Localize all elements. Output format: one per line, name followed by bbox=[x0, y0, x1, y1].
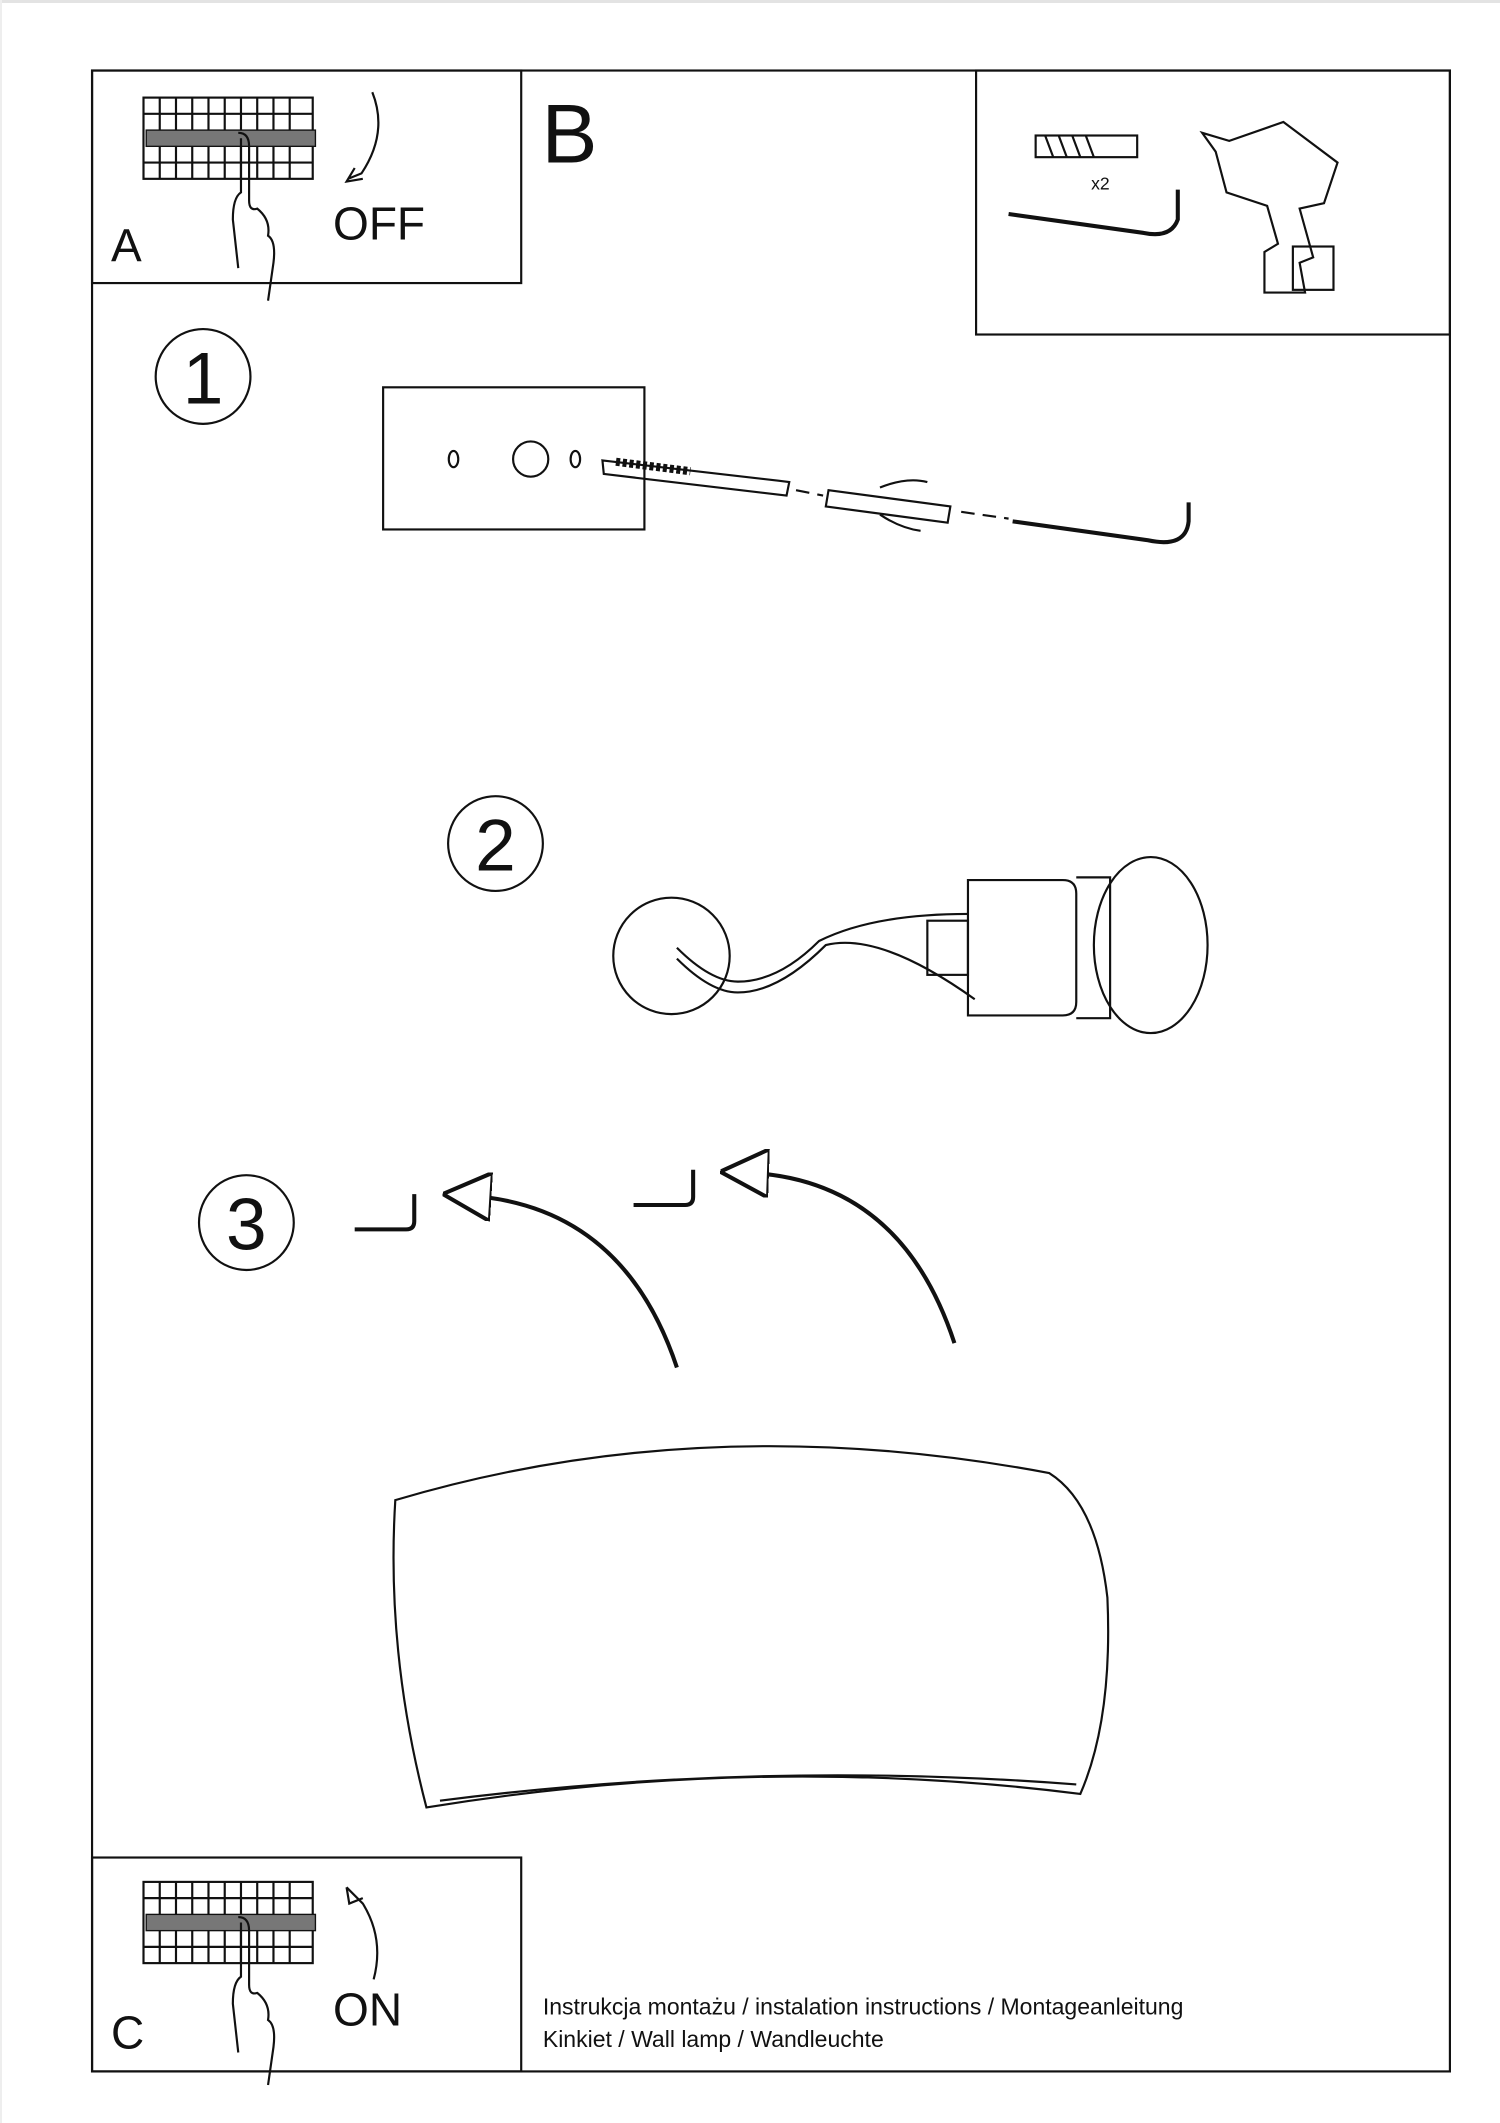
hook-icon bbox=[354, 1194, 417, 1232]
circuit-breaker-icon bbox=[142, 1880, 317, 2087]
arrow-up-icon bbox=[745, 1173, 957, 1344]
outer-frame bbox=[90, 69, 1451, 2073]
drill-icon bbox=[1199, 120, 1339, 294]
step-1-badge bbox=[154, 328, 252, 425]
footer-subtitle: Kinkiet / Wall lamp / Wandleuchte bbox=[543, 2026, 884, 2052]
step-3-number: 3 bbox=[226, 1185, 267, 1266]
drill-bit-icon bbox=[601, 457, 791, 497]
wall-plug-icon bbox=[1034, 134, 1139, 159]
panel-a-power-off: A OFF bbox=[90, 69, 523, 302]
panel-c-letter: C bbox=[111, 2006, 144, 2058]
step-3-hang-lamp: 3 bbox=[197, 1169, 1110, 1809]
wall-plug-icon bbox=[824, 479, 952, 532]
footer-title: Instrukcja montażu / instalation instruc… bbox=[543, 1994, 1184, 2020]
panel-c-on-label: ON bbox=[333, 1983, 402, 2035]
step-2-badge bbox=[447, 795, 544, 893]
arrow-up-icon bbox=[467, 1196, 679, 1369]
panel-b-tools: B x2 bbox=[542, 69, 1451, 336]
step-2-connect-wires: 2 bbox=[447, 795, 1209, 1035]
hook-screw-icon bbox=[1012, 502, 1191, 545]
step-1-number: 1 bbox=[183, 339, 224, 420]
step-1-drill-wall: 1 bbox=[154, 328, 1191, 545]
page-top-border bbox=[0, 0, 1500, 3]
panel-b-letter: B bbox=[542, 87, 598, 181]
step-2-number: 2 bbox=[475, 806, 516, 887]
hook-screw-icon bbox=[1008, 189, 1180, 237]
arrow-up-icon bbox=[345, 1886, 379, 1980]
page-left-border bbox=[0, 0, 2, 2123]
hook-icon bbox=[633, 1169, 696, 1208]
panel-c-power-on: C ON bbox=[90, 1856, 523, 2087]
cable bbox=[676, 912, 976, 1001]
quantity-label: x2 bbox=[1091, 174, 1110, 194]
circuit-breaker-icon bbox=[142, 96, 317, 302]
lamp-socket bbox=[926, 855, 1209, 1035]
mounting-plate bbox=[382, 386, 646, 531]
step-3-badge bbox=[197, 1174, 295, 1272]
wall-junction-box bbox=[612, 896, 731, 1016]
wall-lamp-shade bbox=[392, 1445, 1110, 1809]
arrow-down-icon bbox=[347, 91, 380, 180]
panel-a-letter: A bbox=[111, 219, 142, 271]
panel-a-off-label: OFF bbox=[333, 198, 425, 250]
